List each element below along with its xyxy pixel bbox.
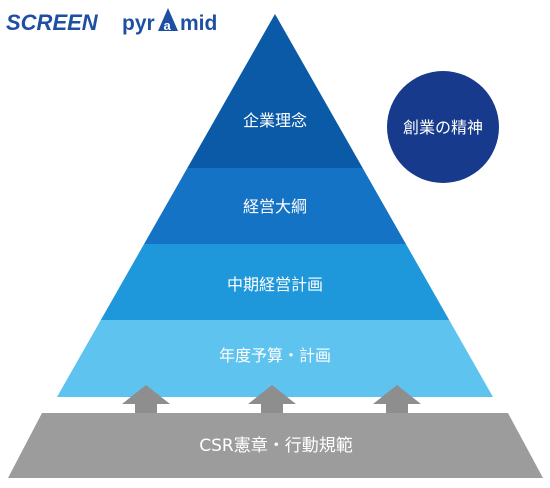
tier-label-management-principles: 経営大綱	[243, 197, 307, 216]
badge-circle	[387, 71, 499, 183]
up-arrow-icon	[122, 385, 170, 422]
tier-label-medium-term-plan: 中期経営計画	[227, 275, 323, 294]
tier-shape-medium-term-plan	[100, 244, 450, 320]
tier-shape-philosophy	[187, 14, 363, 168]
screen-pyramid-logo: SCREEN pyr a mid	[6, 8, 217, 35]
support-arrows	[122, 385, 421, 422]
foundation-band: CSR憲章・行動規範	[8, 413, 543, 478]
logo-brand: SCREEN	[6, 10, 99, 35]
logo-pyramid-glyph: a	[158, 8, 178, 33]
badge-label: 創業の精神	[403, 118, 483, 137]
tier-shape-annual-budget	[57, 320, 493, 397]
foundation-shape	[8, 413, 543, 478]
tier-shape-management-principles	[144, 168, 406, 244]
logo-product-accent: a	[164, 18, 172, 33]
pyramid-tiers: 企業理念 経営大綱 中期経営計画 年度予算・計画	[57, 14, 493, 397]
tier-label-annual-budget: 年度予算・計画	[219, 346, 331, 365]
up-arrow-icon	[373, 385, 421, 422]
founding-spirit-badge: 創業の精神	[387, 71, 499, 183]
logo-product-suffix: mid	[180, 12, 217, 35]
logo-triangle-icon	[158, 8, 178, 31]
up-arrow-icon	[248, 385, 296, 422]
tier-label-philosophy: 企業理念	[243, 111, 307, 130]
foundation-label: CSR憲章・行動規範	[199, 435, 352, 456]
logo-product-prefix: pyr	[122, 12, 155, 35]
